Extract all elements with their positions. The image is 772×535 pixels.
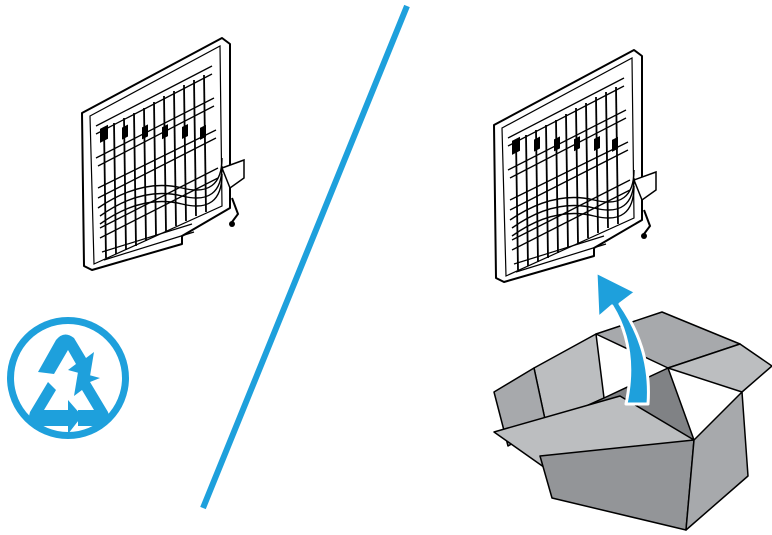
old-duplex-assembly-icon: [82, 38, 244, 270]
new-duplex-assembly-icon: [494, 50, 656, 282]
recycle-icon: [7, 317, 129, 439]
divider-line: [203, 6, 407, 508]
